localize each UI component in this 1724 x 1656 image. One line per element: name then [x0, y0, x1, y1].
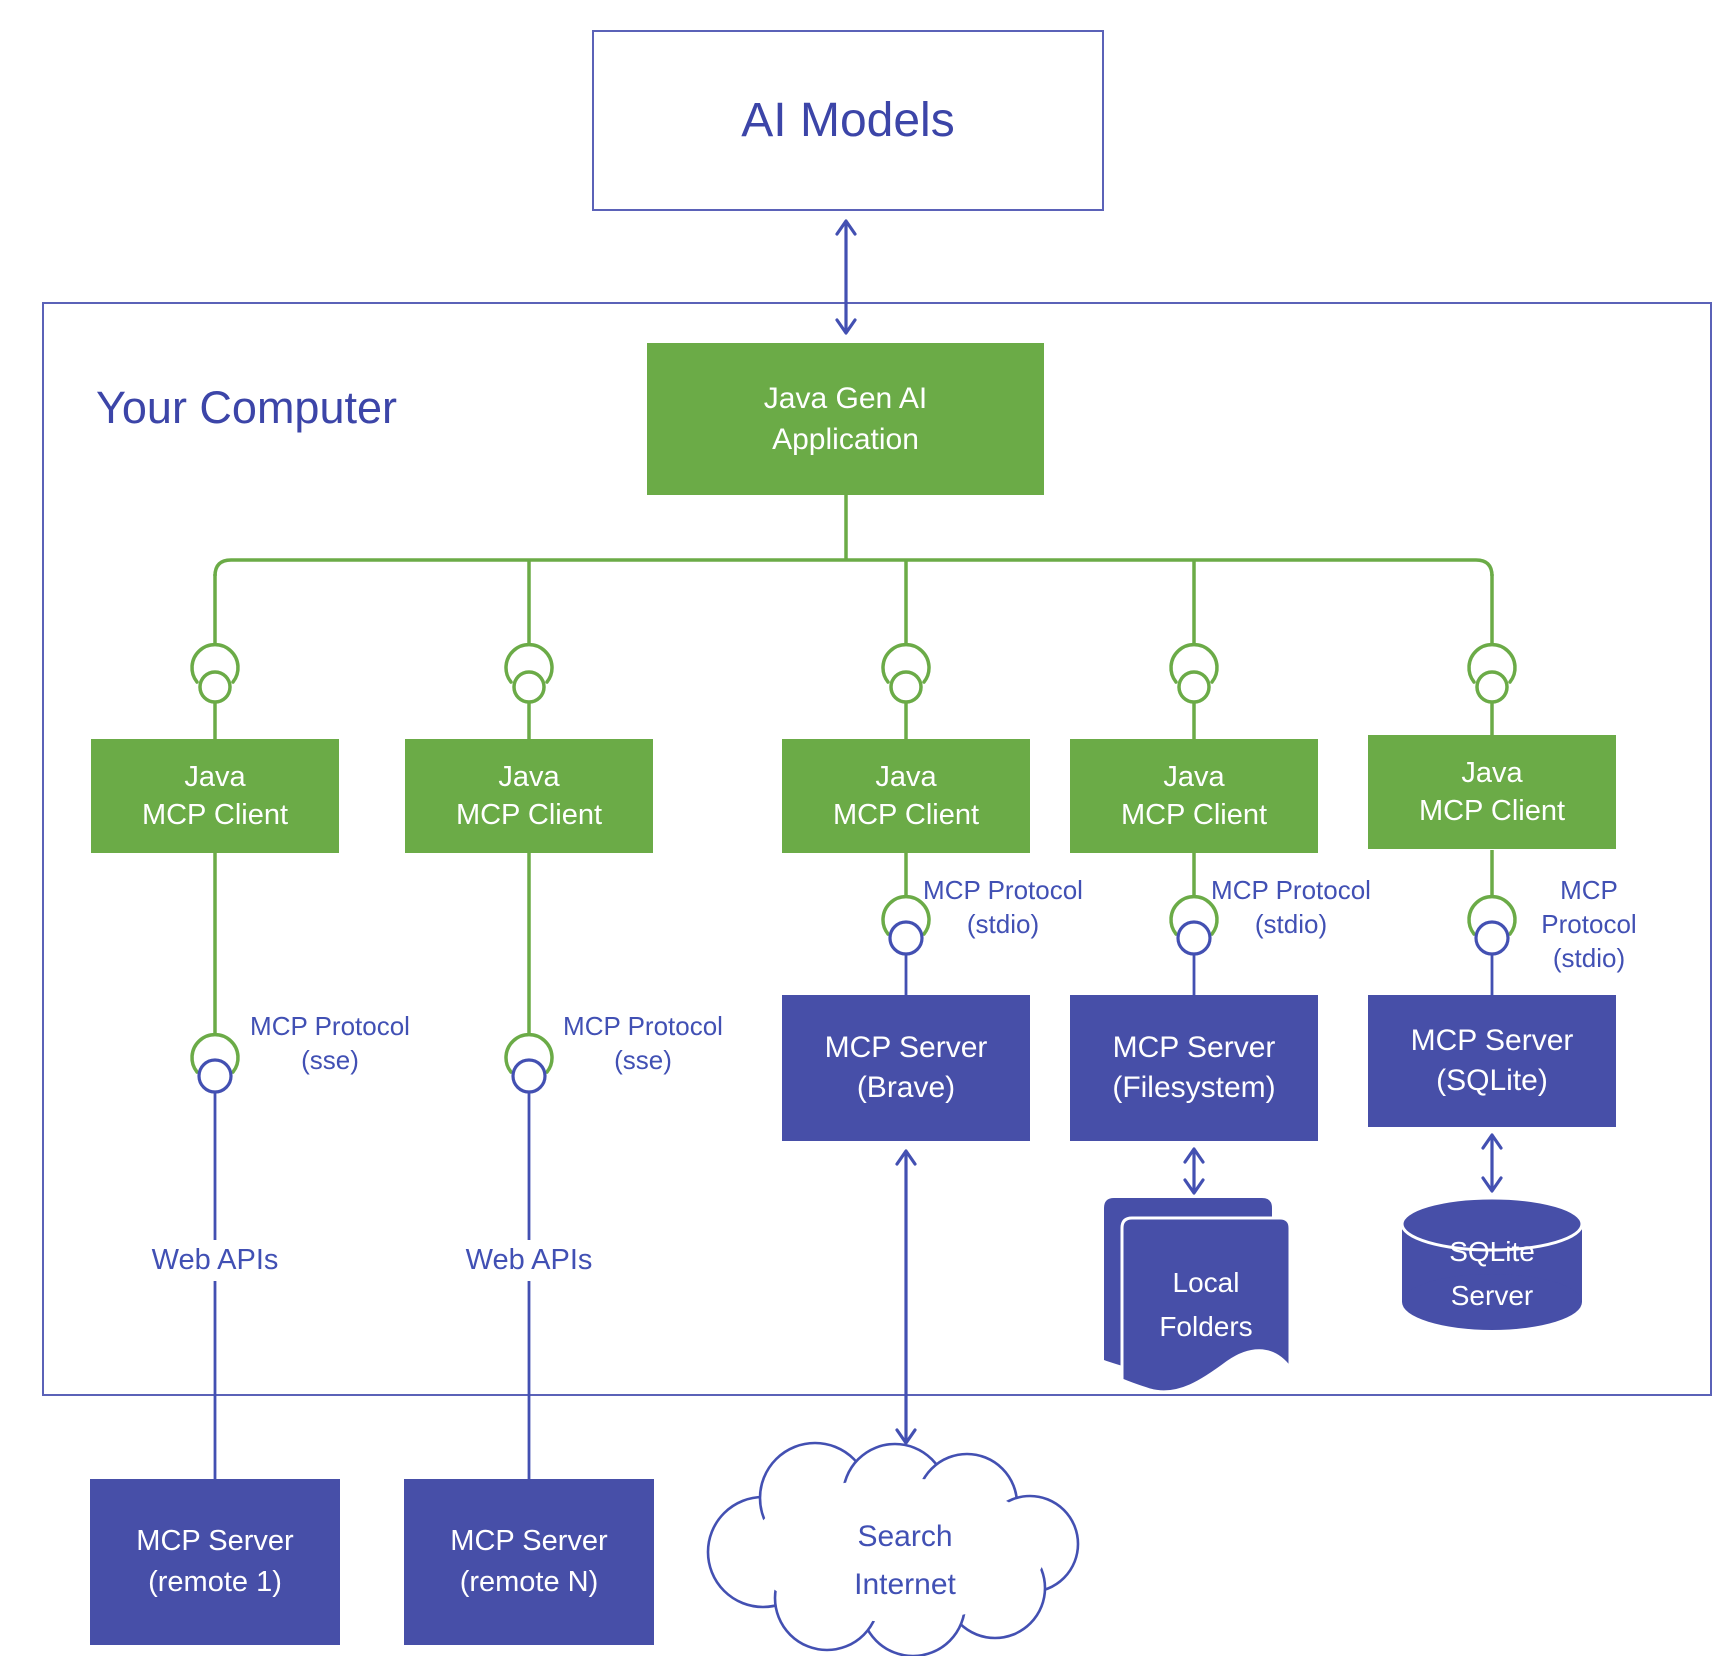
- client-line1: Java: [1461, 757, 1523, 789]
- mcp-server-sqlite-box: MCP Server (SQLite): [1368, 995, 1616, 1127]
- mcp-protocol-sse-connector-icon: [190, 1032, 240, 1094]
- app-box-line1: Java Gen AI: [763, 382, 928, 415]
- transport-line: (sse): [301, 1045, 359, 1075]
- server-line2: (SQLite): [1436, 1064, 1548, 1097]
- transport-line: (stdio): [1552, 943, 1626, 973]
- server-link-lines: [213, 954, 1494, 1479]
- transport-line: (stdio): [966, 909, 1040, 939]
- protocol-line: MCP Protocol: [563, 1011, 723, 1041]
- sqlite-line1: SQLite: [1449, 1236, 1535, 1267]
- your-computer-container: [42, 302, 1712, 1396]
- java-mcp-client-box-4: Java MCP Client: [1070, 739, 1318, 853]
- local-folders-label: Local Folders: [1159, 1261, 1252, 1349]
- client-line2: MCP Client: [1418, 795, 1566, 827]
- mcp-protocol-sse-connector-icon: [504, 1032, 554, 1094]
- client-tree-lines: [213, 495, 1494, 1035]
- server-line1: MCP Server: [450, 1525, 608, 1557]
- search-internet-label: Search Internet: [854, 1513, 956, 1609]
- server-line2: (remote N): [459, 1566, 599, 1598]
- socket-ball-connector-icon: [1467, 642, 1517, 704]
- transport-line: (sse): [614, 1045, 672, 1075]
- mcp-protocol-stdio-label-1: MCP Protocol (stdio): [923, 873, 1083, 941]
- transport-line: (stdio): [1254, 909, 1328, 939]
- socket-ball-connector-icon: [881, 642, 931, 704]
- client-line2: MCP Client: [832, 799, 980, 831]
- app-box-line2: Application: [772, 423, 919, 456]
- ai-models-label: AI Models: [741, 94, 955, 147]
- client-line1: Java: [875, 761, 937, 793]
- client-line2: MCP Client: [141, 799, 289, 831]
- protocol-line: MCP Protocol: [250, 1011, 410, 1041]
- server-line2: (remote 1): [148, 1566, 282, 1598]
- mcp-server-brave-box: MCP Server (Brave): [782, 995, 1030, 1141]
- java-mcp-client-box-3: Java MCP Client: [782, 739, 1030, 853]
- socket-ball-connector-icon: [1169, 642, 1219, 704]
- mcp-protocol-stdio-label-2: MCP Protocol (stdio): [1211, 873, 1371, 941]
- client-line1: Java: [498, 761, 560, 793]
- folders-line1: Local: [1172, 1267, 1240, 1298]
- sqlite-server-label: SQLite Server: [1449, 1230, 1535, 1318]
- client-line1: Java: [1163, 761, 1225, 793]
- java-mcp-client-box-5: Java MCP Client: [1368, 735, 1616, 849]
- mcp-server-filesystem-box: MCP Server (Filesystem): [1070, 995, 1318, 1141]
- cloud-icon: [706, 1441, 1080, 1656]
- java-mcp-client-box-1: Java MCP Client: [91, 739, 339, 853]
- mcp-server-remote1-box: MCP Server (remote 1): [90, 1479, 340, 1645]
- java-mcp-client-box-2: Java MCP Client: [405, 739, 653, 853]
- client-line2: MCP Client: [455, 799, 603, 831]
- your-computer-label: Your Computer: [96, 382, 398, 433]
- server-line1: MCP Server: [136, 1525, 294, 1557]
- protocol-line: MCP Protocol: [1211, 875, 1371, 905]
- client-line1: Java: [184, 761, 246, 793]
- protocol-line: MCP Protocol: [1541, 875, 1637, 939]
- protocol-line: MCP Protocol: [923, 875, 1083, 905]
- mcp-protocol-stdio-label-3: MCP Protocol (stdio): [1522, 873, 1657, 975]
- web-apis-label-2: Web APIs: [455, 1240, 603, 1281]
- server-line2: (Filesystem): [1112, 1071, 1276, 1104]
- server-line1: MCP Server: [1410, 1024, 1574, 1057]
- mcp-server-remoteN-box: MCP Server (remote N): [404, 1479, 654, 1645]
- server-line1: MCP Server: [824, 1031, 988, 1064]
- socket-ball-connector-icon: [190, 642, 240, 704]
- java-gen-ai-application-box: Java Gen AI Application: [647, 343, 1044, 495]
- client-line2: MCP Client: [1120, 799, 1268, 831]
- mcp-protocol-sse-label-1: MCP Protocol (sse): [250, 1009, 410, 1077]
- mcp-protocol-sse-label-2: MCP Protocol (sse): [563, 1009, 723, 1077]
- cloud-line2: Internet: [854, 1568, 956, 1601]
- web-apis-label-1: Web APIs: [141, 1240, 289, 1281]
- sqlite-line2: Server: [1450, 1280, 1534, 1311]
- cloud-line1: Search: [857, 1520, 953, 1553]
- stacked-documents-icon: [1104, 1198, 1292, 1394]
- server-line1: MCP Server: [1112, 1031, 1276, 1064]
- socket-ball-connector-icon: [504, 642, 554, 704]
- ai-models-box: AI Models: [592, 30, 1104, 211]
- database-cylinder-icon: [1400, 1196, 1584, 1330]
- server-line2: (Brave): [856, 1071, 956, 1104]
- folders-line2: Folders: [1159, 1311, 1253, 1342]
- mcp-protocol-stdio-connector-icon: [1467, 894, 1517, 956]
